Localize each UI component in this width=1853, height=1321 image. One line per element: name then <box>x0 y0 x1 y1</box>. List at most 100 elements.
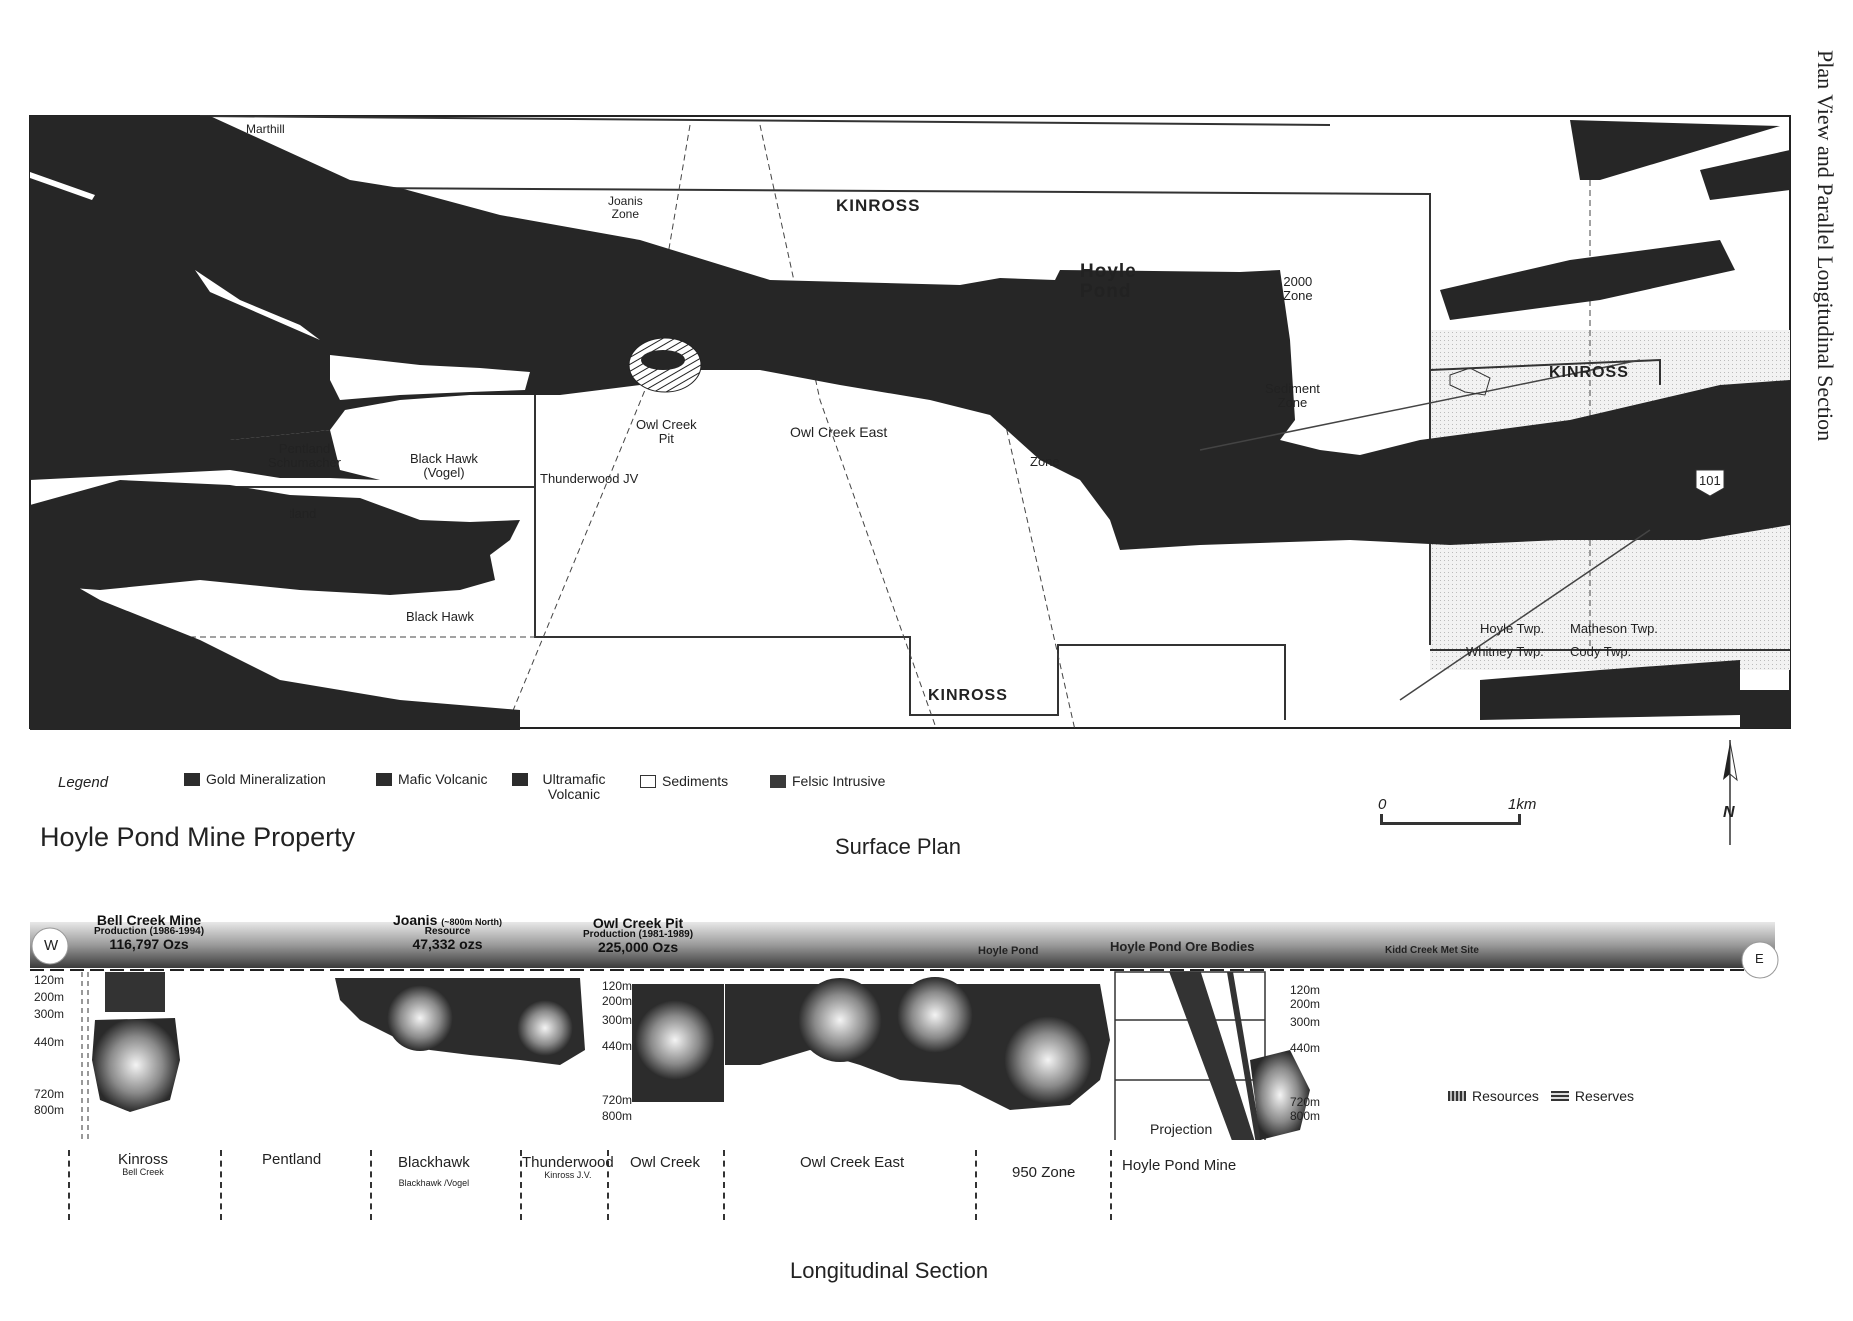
label-950-zone: Zone <box>1030 454 1060 469</box>
label-pentland-lower: Pentland <box>265 506 317 521</box>
section-pentland-name: Pentland <box>262 1151 322 1168</box>
kinross-town-outline <box>1449 367 1491 396</box>
header-joanis-note: (~800m North) <box>441 917 503 927</box>
scale-tick-end <box>1518 814 1521 825</box>
depth-300: 300m <box>1290 1015 1321 1029</box>
depth-200: 200m <box>1290 997 1321 1011</box>
depth-200: 200m <box>602 994 633 1008</box>
section-blackhawk: Blackhawk Blackhawk /Vogel <box>398 1155 470 1188</box>
legend-item-gold-mineralization: Gold Mineralization <box>184 772 326 787</box>
label-2000-zone-2: Zone <box>1283 287 1313 303</box>
header-owl-creek-pit: Owl Creek Pit Production (1981-1989) 225… <box>583 916 693 954</box>
depth-440: 440m <box>602 1039 633 1053</box>
longitudinal-section-graphic <box>30 922 1779 1140</box>
section-divider <box>607 1150 609 1220</box>
surface-label-hoyle-pond-ore-bodies: Hoyle Pond Ore Bodies <box>1110 939 1255 954</box>
property-title: Hoyle Pond Mine Property <box>40 822 356 852</box>
depth-120: 120m <box>602 979 633 993</box>
label-kinross-bottom: KINROSS <box>928 687 1008 704</box>
section-owl-creek-east-name: Owl Creek East <box>800 1154 905 1171</box>
label-matheson-twp: Matheson Twp. <box>1570 621 1658 636</box>
legend-item-ultramafic-volcanic: Ultramafic Volcanic <box>512 772 614 801</box>
section-950-zone: 950 Zone <box>1012 1165 1075 1181</box>
header-owl-creek-pit-name: Owl Creek Pit <box>592 915 684 931</box>
hoyle-pond-workings <box>1114 971 1310 1140</box>
depth-200: 200m <box>34 990 65 1004</box>
mafic-volcanic-belts <box>30 116 1790 730</box>
legend-label-ultramafic: Ultramafic Volcanic <box>542 771 606 802</box>
legend-title: Legend <box>58 774 109 791</box>
label-marthill: Marthill <box>246 122 285 136</box>
scale-start-label: 0 <box>1378 796 1387 813</box>
longitudinal-section-title: Longitudinal Section <box>790 1258 989 1283</box>
reserves-swatch <box>1550 1091 1569 1101</box>
section-divider <box>520 1150 522 1220</box>
section-thunderwood-name: Thunderwood <box>522 1154 614 1171</box>
legend-swatch-ultramafic <box>512 773 528 786</box>
label-kinross-top: KINROSS <box>836 196 921 215</box>
depth-440: 440m <box>1290 1041 1321 1055</box>
surface-band <box>30 922 1775 968</box>
label-hoyle-pond-1: Hoyle <box>1080 261 1137 282</box>
label-pentland-schumacher-1: Pentland <box>278 441 331 456</box>
north-arrow-icon <box>1723 740 1738 845</box>
label-sediment-zone: Sediment Zone <box>1265 382 1320 409</box>
header-joanis-value: 47,332 ozs <box>412 936 483 952</box>
label-black-hawk-vogel-1: Black Hawk <box>410 451 478 466</box>
legend-item-felsic-intrusive: Felsic Intrusive <box>770 774 885 789</box>
depth-800: 800m <box>34 1103 65 1117</box>
header-joanis-name: Joanis <box>393 912 438 928</box>
label-hoyle-pond-2: Pond <box>1080 280 1132 302</box>
north-arrow: N <box>1715 740 1745 845</box>
header-bell-creek-name: Bell Creek Mine <box>96 912 202 928</box>
legend-item-sediments: Sediments <box>640 774 728 789</box>
section-kinross-sub: Bell Creek <box>122 1166 164 1177</box>
label-black-hawk-vogel: Black Hawk (Vogel) <box>410 452 478 479</box>
section-blackhawk-sub: Blackhawk /Vogel <box>398 1177 470 1188</box>
label-pentland-schumacher: Pentland Schumacher <box>268 442 341 469</box>
legend-swatch-sediments <box>640 775 656 788</box>
sediment-ribbons <box>30 172 530 400</box>
section-divider <box>975 1150 977 1220</box>
label-owl-creek-pit-2: Pit <box>658 430 674 446</box>
depth-720: 720m <box>34 1087 65 1101</box>
roads <box>1199 359 1651 701</box>
label-hoyle-pond: Hoyle Pond <box>1080 262 1137 302</box>
section-thunderwood-sub: Kinross J.V. <box>544 1169 592 1180</box>
section-divider <box>723 1150 725 1220</box>
west-marker-circle <box>31 927 69 965</box>
depth-720: 720m <box>1290 1095 1321 1109</box>
label-black-hawk-vogel-2: (Vogel) <box>423 464 465 480</box>
resources-reserves-legend: Resources Reserves <box>1448 1088 1634 1104</box>
depth-800: 800m <box>602 1109 633 1123</box>
label-sediment-zone-2: Zone <box>1277 394 1308 410</box>
label-sediment-zone-1: Sediment <box>1265 381 1320 396</box>
highway-101-shield <box>1695 469 1725 497</box>
east-marker-circle <box>1741 941 1779 979</box>
section-owl-creek-name: Owl Creek <box>630 1154 701 1171</box>
legend-swatch-gold <box>184 773 200 786</box>
header-bell-creek: Bell Creek Mine Production (1986-1994) 1… <box>94 913 204 951</box>
scale-tick-start <box>1380 814 1383 825</box>
surface-plan-map <box>29 115 1791 731</box>
label-2000-zone-1: 2000 <box>1283 274 1313 289</box>
label-joanis-zone-1: Joanis <box>608 194 643 208</box>
section-pentland: Pentland <box>262 1152 321 1168</box>
section-divider <box>68 1150 70 1220</box>
label-owl-creek-pit-1: Owl Creek <box>636 417 697 432</box>
depth-800: 800m <box>1290 1109 1321 1123</box>
section-blackhawk-name: Blackhawk <box>398 1154 470 1171</box>
surface-plan-title: Surface Plan <box>835 834 961 859</box>
label-kinross-right: KINROSS <box>1549 364 1629 381</box>
fault-lines <box>30 124 1591 731</box>
owl-creek-orebody <box>632 984 724 1102</box>
side-title: Plan View and Parallel Longitudinal Sect… <box>1813 50 1838 442</box>
resources-swatch <box>1448 1091 1466 1101</box>
label-2000-zone: 2000 Zone <box>1283 275 1313 302</box>
depth-120: 120m <box>34 973 65 987</box>
header-joanis-detail: Resource <box>424 926 471 937</box>
legend-item-mafic-volcanic: Mafic Volcanic <box>376 772 487 787</box>
section-owl-creek-east: Owl Creek East <box>800 1155 904 1171</box>
label-black-hawk-lower: Black Hawk <box>406 609 474 624</box>
legend-label-sediments: Sediments <box>662 773 729 789</box>
